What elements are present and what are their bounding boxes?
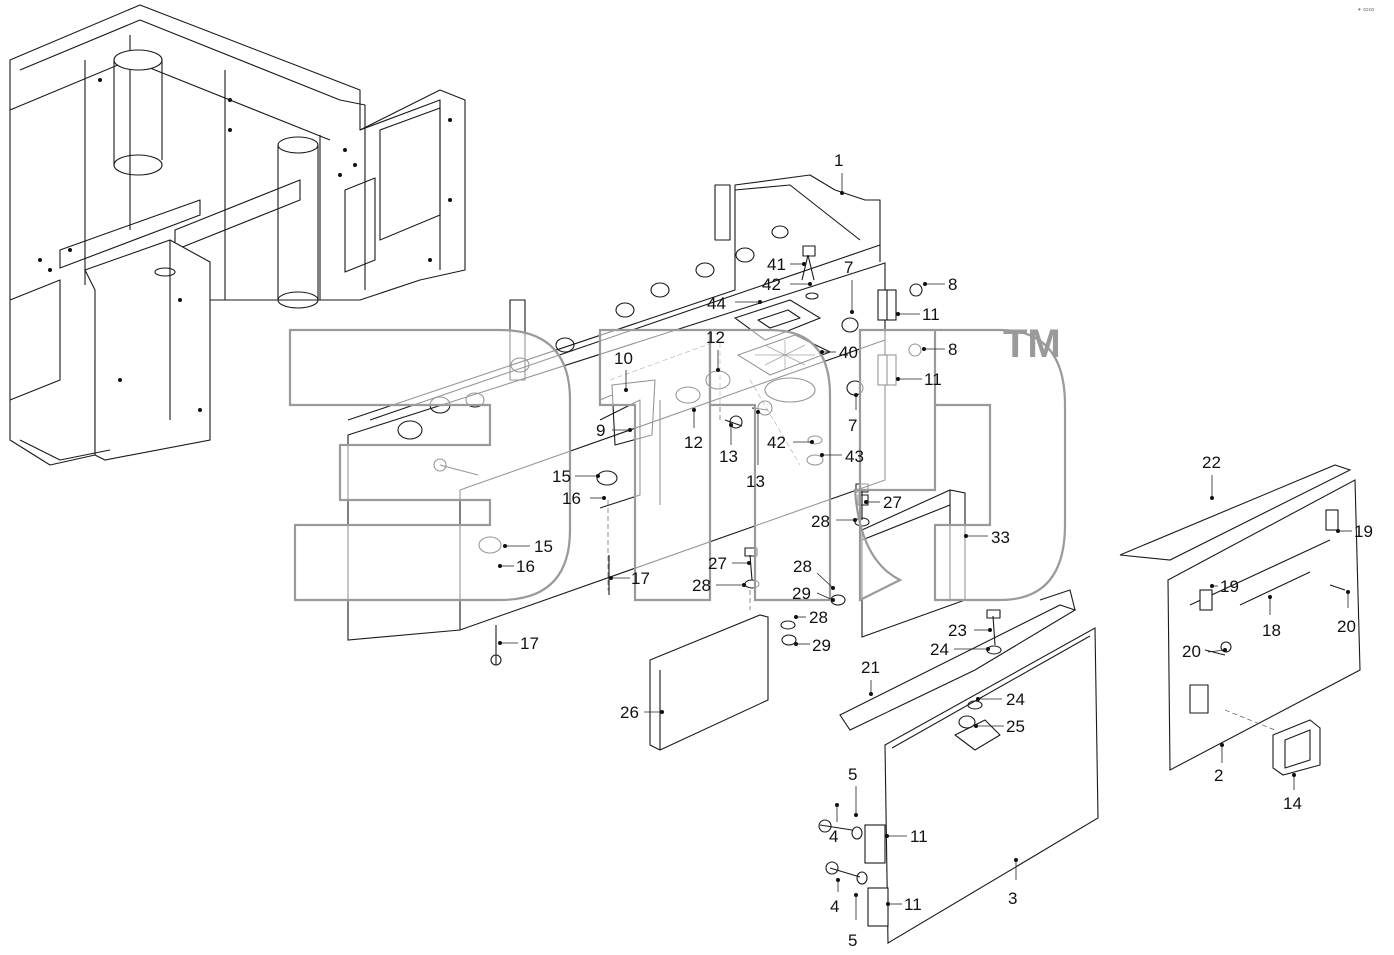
callout-17b: 17 [520, 634, 539, 653]
callout-10: 10 [614, 349, 633, 368]
callout-19a: 19 [1354, 522, 1373, 541]
callout-8a: 8 [948, 275, 957, 294]
callout-3: 3 [1008, 889, 1017, 908]
callout-13b: 13 [746, 472, 765, 491]
callout-15a: 15 [552, 467, 571, 486]
callout-27b: 27 [883, 493, 902, 512]
callout-15b: 15 [534, 537, 553, 556]
panel-26 [649, 614, 769, 751]
callout-29b: 29 [812, 636, 831, 655]
callout-22: 22 [1202, 453, 1221, 472]
callouts: 1 2 3 4 4 5 5 7 7 8 8 9 10 11 [498, 151, 1373, 950]
callout-27a: 27 [708, 554, 727, 573]
callout-13a: 13 [719, 447, 738, 466]
callout-33: 33 [991, 528, 1010, 547]
callout-21: 21 [861, 658, 880, 677]
callout-9: 9 [596, 421, 605, 440]
callout-40: 40 [839, 343, 858, 362]
callout-19b: 19 [1220, 577, 1239, 596]
callout-20b: 20 [1182, 642, 1201, 661]
callout-17a: 17 [631, 569, 650, 588]
callout-24b: 24 [1006, 690, 1025, 709]
callout-11d: 11 [904, 895, 922, 914]
callout-24a: 24 [930, 640, 949, 659]
callout-42a: 42 [762, 275, 781, 294]
door-panel-3 [839, 589, 1099, 944]
callout-41: 41 [767, 255, 786, 274]
callout-2: 2 [1214, 766, 1223, 785]
callout-44: 44 [707, 294, 726, 313]
callout-5a: 5 [848, 765, 857, 784]
callout-11a: 11 [922, 305, 940, 324]
callout-11c: 11 [910, 827, 928, 846]
callout-16a: 16 [562, 489, 581, 508]
callout-8b: 8 [948, 340, 957, 359]
callout-28b: 28 [811, 512, 830, 531]
callout-29a: 29 [792, 584, 811, 603]
callout-14: 14 [1283, 794, 1302, 813]
callout-16b: 16 [516, 557, 535, 576]
callout-28d: 28 [809, 608, 828, 627]
callout-28c: 28 [793, 557, 812, 576]
callout-43: 43 [845, 447, 864, 466]
callout-23: 23 [948, 621, 967, 640]
callout-42b: 42 [767, 433, 786, 452]
callout-4b: 4 [830, 897, 839, 916]
corner-mark: • ∞∞ [1358, 5, 1375, 14]
callout-28a: 28 [692, 576, 711, 595]
machine-frame [9, 4, 466, 466]
callout-7a: 7 [844, 258, 853, 277]
callout-20a: 20 [1337, 617, 1356, 636]
callout-12b: 12 [684, 433, 703, 452]
callout-7b: 7 [848, 416, 857, 435]
callout-1: 1 [834, 151, 843, 170]
callout-18: 18 [1262, 621, 1281, 640]
door-panel-2 [1119, 464, 1361, 776]
callout-5b: 5 [848, 931, 857, 950]
watermark-logo: TM [288, 322, 1067, 602]
callout-11b: 11 [924, 370, 942, 389]
hinges-lower [818, 819, 889, 927]
watermark-trademark: TM [1003, 322, 1061, 366]
callout-12a: 12 [706, 328, 725, 347]
callout-4a: 4 [829, 827, 838, 846]
callout-26: 26 [620, 703, 639, 722]
callout-25: 25 [1006, 717, 1025, 736]
